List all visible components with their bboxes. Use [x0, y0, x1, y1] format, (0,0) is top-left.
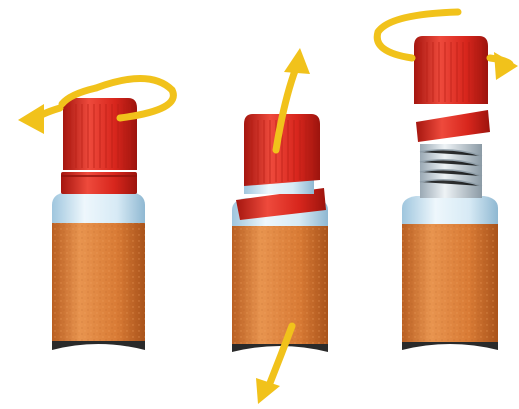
- bottle-3: [402, 144, 498, 350]
- bottle-1-glass-shoulder: [52, 192, 145, 225]
- step-2-tilt-cap-break-seal: [232, 48, 328, 404]
- bottle-2-label-texture: [232, 226, 328, 344]
- step-3-unscrew-cap: [377, 12, 518, 350]
- cap-1: [61, 98, 137, 194]
- step-1-twist-cap: [18, 78, 173, 350]
- bottle-1-base: [52, 341, 145, 350]
- bottle-1: [52, 192, 145, 350]
- cap-3: [414, 36, 490, 142]
- bottle-3-glass-shoulder: [402, 196, 498, 226]
- bottle-3-label-texture: [402, 224, 498, 342]
- bottle-2: [232, 198, 328, 352]
- bottle-3-base: [402, 342, 498, 350]
- bottle-1-label-texture: [52, 223, 145, 341]
- cap-3-seal-band: [416, 110, 490, 142]
